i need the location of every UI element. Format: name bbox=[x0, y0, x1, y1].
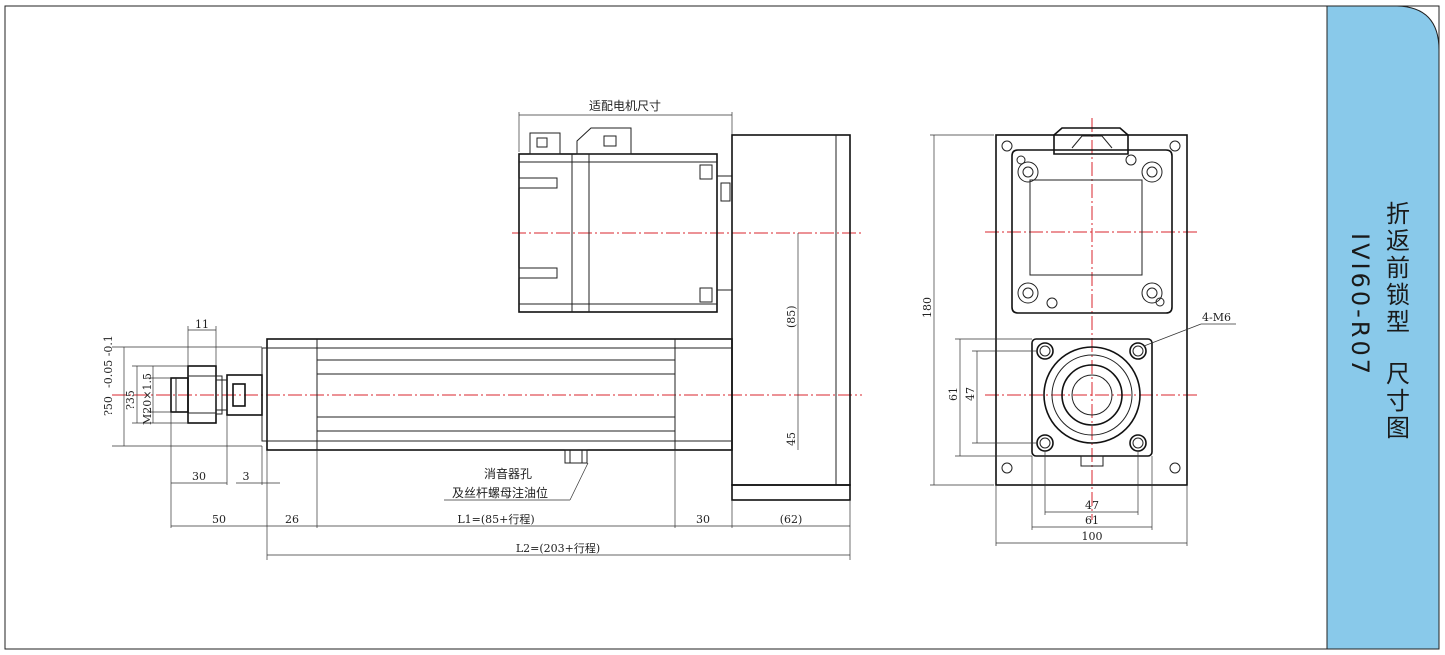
end-plate bbox=[995, 134, 1188, 486]
dim-L1: L1=(85+行程) bbox=[457, 513, 534, 526]
dim-45: 45 bbox=[785, 432, 798, 446]
motor-connector-2 bbox=[576, 127, 632, 155]
dim-50: 50 bbox=[212, 513, 226, 526]
dim-100: 100 bbox=[1082, 530, 1103, 543]
hole-callout: 4-M6 bbox=[1202, 311, 1231, 324]
motor-size-label: 适配电机尺寸 bbox=[589, 99, 661, 113]
motor-flange bbox=[1011, 149, 1173, 314]
dim-47-vertical: 47 bbox=[964, 387, 977, 401]
flange-outer-ring bbox=[1043, 346, 1141, 444]
dim-61-horizontal: 61 bbox=[1085, 514, 1099, 527]
dim-phi50: ?50 bbox=[102, 396, 115, 416]
rod-shaft bbox=[226, 374, 263, 416]
motor-connector-1 bbox=[529, 132, 561, 155]
title-char-6: 尺 bbox=[1386, 360, 1410, 388]
dim-30-rod: 30 bbox=[192, 470, 206, 483]
motor bbox=[518, 127, 732, 313]
dim-26: 26 bbox=[285, 513, 299, 526]
title-char-8: 图 bbox=[1386, 414, 1410, 442]
dim-L2: L2=(203+行程) bbox=[516, 542, 600, 555]
dim-30-body: 30 bbox=[696, 513, 710, 526]
rod-thread bbox=[170, 377, 189, 413]
dim-3: 3 bbox=[243, 470, 250, 483]
dim-phi35: ?35 bbox=[124, 390, 137, 410]
model-number: IVI60-R07 bbox=[1346, 233, 1374, 377]
title-text-column: 折 返 前 锁 型 尺 寸 图 bbox=[1386, 200, 1410, 442]
foldback-base bbox=[731, 484, 851, 501]
sheet-border bbox=[4, 5, 1440, 650]
dim-47-horizontal: 47 bbox=[1085, 499, 1099, 512]
title-char-3: 前 bbox=[1386, 254, 1410, 282]
oil-fitting bbox=[564, 449, 588, 464]
end-view: 4-M6 180 61 47 47 61 100 bbox=[921, 118, 1236, 546]
title-char-4: 锁 bbox=[1386, 281, 1410, 309]
note-silencer-hole: 消音器孔 bbox=[484, 466, 532, 481]
title-char-5: 型 bbox=[1386, 308, 1410, 336]
title-panel bbox=[1326, 5, 1440, 650]
rod-tip bbox=[232, 383, 246, 407]
end-connector bbox=[1053, 127, 1129, 155]
dim-thread: M20×1.5 bbox=[141, 373, 154, 425]
motor-bolt-holes bbox=[1017, 161, 1163, 304]
dim-11: 11 bbox=[195, 318, 209, 331]
title-char-2: 返 bbox=[1386, 227, 1410, 255]
dim-85: (85) bbox=[785, 305, 798, 328]
dim-61-vertical: 61 bbox=[947, 387, 960, 401]
note-oil-position: 及丝杆螺母注油位 bbox=[452, 485, 548, 500]
dim-phi50-tolerance: -0.05 -0.1 bbox=[102, 335, 115, 388]
title-char-1: 折 bbox=[1386, 200, 1410, 228]
dim-180: 180 bbox=[921, 297, 934, 318]
title-char-7: 寸 bbox=[1386, 387, 1410, 415]
dim-62: (62) bbox=[780, 513, 803, 526]
side-view: 适配电机尺寸 11 bbox=[102, 99, 862, 560]
